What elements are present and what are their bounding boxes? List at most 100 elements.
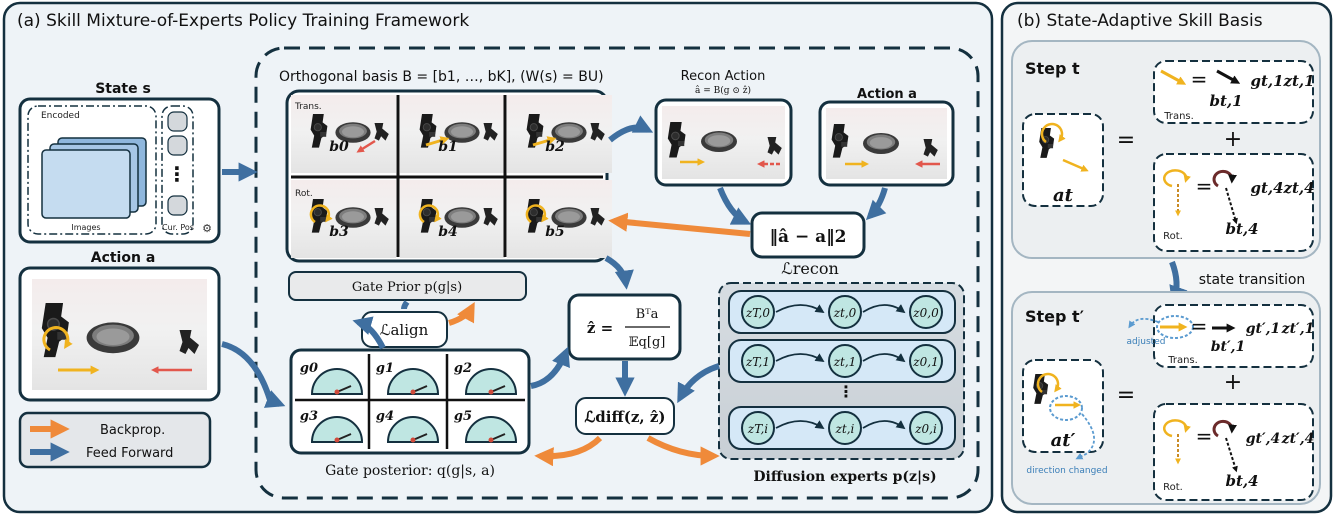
latent-label: z0,i xyxy=(914,422,937,436)
gate-label: g0 xyxy=(300,361,318,376)
gate-label: g5 xyxy=(454,409,472,424)
step-t-rot-label: Rot. xyxy=(1163,231,1183,242)
step-t-trans-equals: = xyxy=(1191,67,1208,91)
step-t-state-label: at xyxy=(1053,185,1074,206)
latent-node xyxy=(828,411,862,445)
basis-cell: b1 xyxy=(400,95,505,173)
latent-node xyxy=(909,344,943,378)
latent-label: z0,1 xyxy=(912,355,938,369)
recon-title: Recon Action xyxy=(681,69,766,84)
diffusion-label: Diffusion experts p(z|s) xyxy=(753,469,936,485)
legend: Backprop. Feed Forward xyxy=(18,411,212,469)
gate-prior-label: Gate Prior p(g|s) xyxy=(352,280,462,295)
action-right-image xyxy=(818,100,955,187)
z-hat-denominator: 𝔼q[g] xyxy=(629,335,666,350)
gate-label: g3 xyxy=(300,409,318,424)
gate-gauge: g3 xyxy=(300,409,364,443)
gate-gauge: g2 xyxy=(454,361,518,395)
step-t-basis-arrow xyxy=(1216,69,1241,84)
latent-node xyxy=(909,411,943,445)
rotation-arrow xyxy=(42,326,73,352)
gate-gauge: g1 xyxy=(376,361,440,395)
step-t-trans-arrow xyxy=(1160,69,1187,85)
cur-pos-label: Cur. Pos xyxy=(162,223,194,232)
basis-label: b2 xyxy=(545,139,565,155)
step-tp-trans-equals: = xyxy=(1191,314,1208,338)
step-tp-state-label: at′ xyxy=(1051,430,1076,451)
step-t-rot-b: bt,4 xyxy=(1225,220,1258,238)
basis-title: Orthogonal basis B = [b1, …, bK], (W(s) … xyxy=(279,69,604,85)
latent-node xyxy=(741,344,775,378)
action-left-title: Action a xyxy=(91,250,156,266)
direction-changed-label: direction changed xyxy=(1026,466,1107,476)
gate-label: g4 xyxy=(376,409,394,424)
basis-cell: b0 xyxy=(291,95,396,173)
step-tp-trans-g: gt′,1 xyxy=(1246,321,1281,337)
latent-label: zt,i xyxy=(835,422,855,436)
gate-gauge: g0 xyxy=(300,361,364,395)
legend-ff-label: Feed Forward xyxy=(86,446,173,461)
step-tp-trans-z: zt′,1 xyxy=(1281,321,1315,337)
step-tp-equals: = xyxy=(1117,383,1135,408)
step-t-rot-basis-arrow xyxy=(1212,169,1237,188)
step-tp-trans-b: bt′,1 xyxy=(1211,339,1246,355)
diff-loss-label: ℒdiff(z, ẑ) xyxy=(585,408,666,426)
latent-label: zT,1 xyxy=(745,355,770,369)
action-left-box xyxy=(18,266,221,402)
recon-loss-box: ‖â − a‖2 xyxy=(750,211,866,259)
trans-label: Trans. xyxy=(294,102,322,112)
step-tp-rot-z: zt′,4 xyxy=(1281,431,1315,447)
direction-changed-pointer xyxy=(1075,413,1095,460)
legend-backprop-label: Backprop. xyxy=(100,423,165,438)
step-tp-rot-arrow xyxy=(1163,419,1191,438)
images-label: Images xyxy=(71,223,100,232)
basis-cell: b2 xyxy=(507,95,612,173)
step-tp-rot-basis-arrow xyxy=(1212,419,1237,438)
feed-forward-arrows xyxy=(221,115,888,408)
gate-gauge: g4 xyxy=(376,409,440,443)
image-stack-1 xyxy=(41,149,131,219)
step-t-trans-z: zt,1 xyxy=(1282,72,1314,90)
policy-region xyxy=(254,46,980,500)
recon-loss-label: ℒrecon xyxy=(781,259,839,278)
latent-node xyxy=(741,411,775,445)
latent-label: zT,0 xyxy=(745,306,770,320)
state-title: State s xyxy=(95,81,151,97)
step-tp-trans-label: Trans. xyxy=(1167,355,1198,366)
pos-slot-1 xyxy=(167,111,188,132)
recon-action-image xyxy=(654,98,793,187)
step-t: Step t at = = gt,1 zt,1 bt,1 Trans. + = … xyxy=(1011,40,1321,259)
panel-b: (b) State-Adaptive Skill Basis Step t at… xyxy=(1000,1,1333,514)
step-t-equals: = xyxy=(1117,128,1135,153)
align-loss-label: ℒalign xyxy=(380,321,429,339)
basis-label: b5 xyxy=(545,224,565,240)
basis-label: b1 xyxy=(438,139,458,155)
step-t-title: Step t xyxy=(1025,59,1080,78)
gate-label: g2 xyxy=(454,361,472,376)
rot-label: Rot. xyxy=(295,189,313,199)
step-tp-rot-b: bt,4 xyxy=(1225,472,1258,490)
step-t-rot-equals: = xyxy=(1196,174,1213,198)
latent-label: zt,0 xyxy=(833,306,857,320)
latent-label: z0,0 xyxy=(912,306,939,320)
robot-arm-icon: ⚙ xyxy=(202,222,212,235)
step-t-trans-b: bt,1 xyxy=(1209,92,1242,110)
diff-loss-box: ℒdiff(z, ẑ) xyxy=(575,397,675,435)
step-tp-plus: + xyxy=(1224,370,1242,395)
step-t-rot-g: gt,4 xyxy=(1250,179,1283,197)
panel-a: (a) Skill Mixture-of-Experts Policy Trai… xyxy=(2,1,994,514)
step-tp-rot-g: gt′,4 xyxy=(1246,431,1281,447)
recon-norm: ‖â − a‖2 xyxy=(770,227,847,247)
step-t-trans-g: gt,1 xyxy=(1250,72,1283,90)
z-hat-box: ẑ = Bᵀa 𝔼q[g] xyxy=(567,293,682,361)
pos-slot-3 xyxy=(167,195,188,216)
z-hat-numerator: Bᵀa xyxy=(636,307,659,322)
step-t-trans-label: Trans. xyxy=(1163,111,1194,122)
latent-node xyxy=(909,295,943,329)
panel-b-title: (b) State-Adaptive Skill Basis xyxy=(1017,11,1263,31)
backprop-arrows xyxy=(448,212,751,467)
panel-a-title: (a) Skill Mixture-of-Experts Policy Trai… xyxy=(17,11,469,31)
